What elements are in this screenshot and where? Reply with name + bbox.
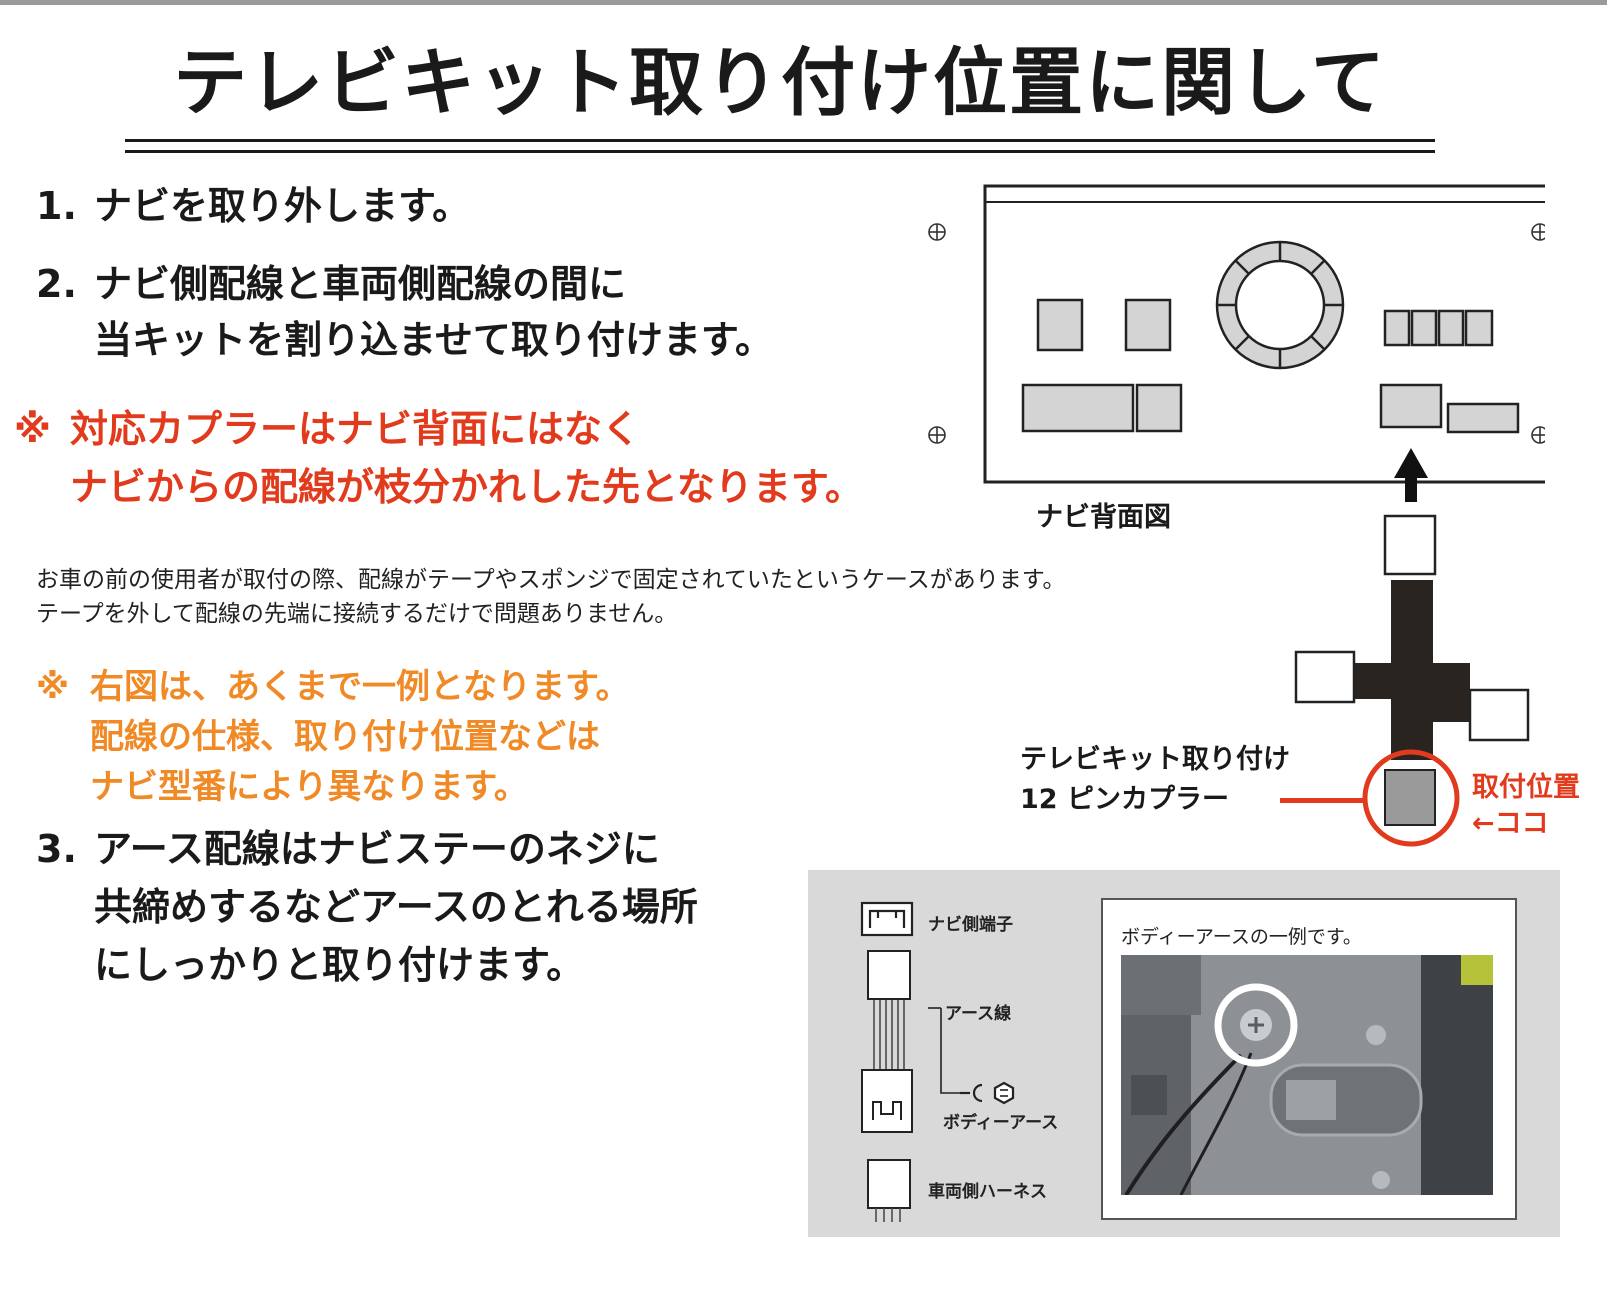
pointer-line: [1280, 798, 1365, 803]
bolt-icon: [993, 1081, 1015, 1105]
splice-connector: [861, 1069, 913, 1133]
coupler-warning-line-2: ナビからの配線が枝分かれした先となります。: [70, 465, 864, 509]
step-1-text: ナビを取り外します。: [94, 184, 471, 228]
harness-connector: [1468, 688, 1530, 742]
title-underline-bottom: [125, 150, 1435, 153]
tv-kit-coupler: [1384, 769, 1436, 826]
step-3: 3. アース配線はナビステーのネジに 共締めするなどアースのとれる場所 にしっかり…: [36, 820, 698, 994]
install-position-line-2: ←ココ: [1472, 808, 1549, 839]
install-position-label: 取付位置 ←ココ: [1472, 770, 1580, 842]
step-2-line-1: ナビ側配線と車両側配線の間に: [94, 262, 627, 306]
screw-icon: [928, 426, 946, 444]
tape-note: お車の前の使用者が取付の際、配線がテープやスポンジで固定されていたというケースが…: [36, 563, 1065, 631]
page-title: テレビキット取り付け位置に関して: [173, 40, 1387, 126]
example-warning: ※ 右図は、あくまで一例となります。 配線の仕様、取り付け位置などは ナビ型番によ…: [36, 662, 630, 812]
example-warning-line-3: ナビ型番により異なります。: [90, 767, 528, 807]
step-3-line-3: にしっかりと取り付けます。: [94, 943, 585, 987]
ground-legend-diagram: [860, 901, 1015, 1222]
install-position-line-1: 取付位置: [1472, 772, 1580, 803]
ground-terminal-icon: [960, 1083, 983, 1103]
earth-wire-pointer: [928, 1007, 960, 1094]
coupler-warning: ※ 対応カプラーはナビ背面にはなく ナビからの配線が枝分かれした先となります。: [14, 400, 863, 516]
warning-mark: ※: [14, 407, 51, 451]
up-arrow-icon: [1394, 448, 1428, 502]
connector-ports: [1021, 298, 1520, 434]
body-earth-label: ボディーアース: [943, 1113, 1059, 1133]
step-2-number: 2.: [36, 262, 77, 306]
harness-branch: [1350, 663, 1470, 699]
earth-wire-bundle: [873, 1000, 905, 1070]
example-warning-line-2: 配線の仕様、取り付け位置などは: [90, 717, 600, 757]
coupler-warning-line-1: 対応カプラーはナビ背面にはなく: [70, 407, 641, 451]
navi-back-label: ナビ背面図: [1036, 502, 1171, 533]
antenna-ring: [1215, 240, 1345, 370]
screw-icon: [928, 223, 946, 241]
vehicle-harness-label: 車両側ハーネス: [928, 1182, 1047, 1202]
body-earth-photo: [1121, 955, 1493, 1195]
navi-back-panel: [983, 184, 1545, 484]
tv-kit-label-line-1: テレビキット取り付け: [1020, 744, 1290, 775]
tape-note-line-1: お車の前の使用者が取付の際、配線がテープやスポンジで固定されていたというケースが…: [36, 567, 1066, 593]
harness-branch: [1430, 694, 1470, 722]
tv-kit-coupler-label: テレビキット取り付け 12 ピンカプラー: [1020, 740, 1290, 820]
vehicle-harness-connector: [867, 1159, 911, 1209]
harness-connector: [1294, 650, 1356, 704]
top-strip: [0, 0, 1607, 5]
step-2-line-2: 当キットを割り込ませて取り付けます。: [94, 318, 774, 362]
vehicle-harness-bundle: [875, 1208, 901, 1222]
tape-note-line-2: テープを外して配線の先端に接続するだけで問題ありません。: [36, 601, 678, 627]
step-1-number: 1.: [36, 184, 77, 228]
warning-mark: ※: [36, 667, 70, 707]
harness-diagram: [1280, 448, 1530, 847]
step-3-number: 3.: [36, 827, 77, 871]
earth-wire-label: アース線: [945, 1004, 1012, 1024]
nav-terminal-icon: [860, 901, 914, 937]
step-1: 1. ナビを取り外します。: [36, 178, 470, 234]
step-3-line-2: 共締めするなどアースのとれる場所: [94, 885, 698, 929]
navi-back-diagram: [928, 184, 1545, 484]
ground-photo-caption: ボディーアースの一例です。: [1121, 926, 1362, 948]
step-3-line-1: アース配線はナビステーのネジに: [94, 827, 660, 871]
earth-wire-connector: [867, 950, 911, 1000]
nav-terminal-label: ナビ側端子: [928, 915, 1013, 935]
screw-icon: [1531, 426, 1545, 444]
example-warning-line-1: 右図は、あくまで一例となります。: [90, 667, 630, 707]
screw-icon: [1531, 223, 1545, 241]
step-2: 2. ナビ側配線と車両側配線の間に 当キットを割り込ませて取り付けます。: [36, 256, 773, 368]
harness-connector: [1383, 514, 1437, 576]
tv-kit-label-line-2: 12 ピンカプラー: [1020, 784, 1229, 815]
title-underline-top: [125, 139, 1435, 142]
